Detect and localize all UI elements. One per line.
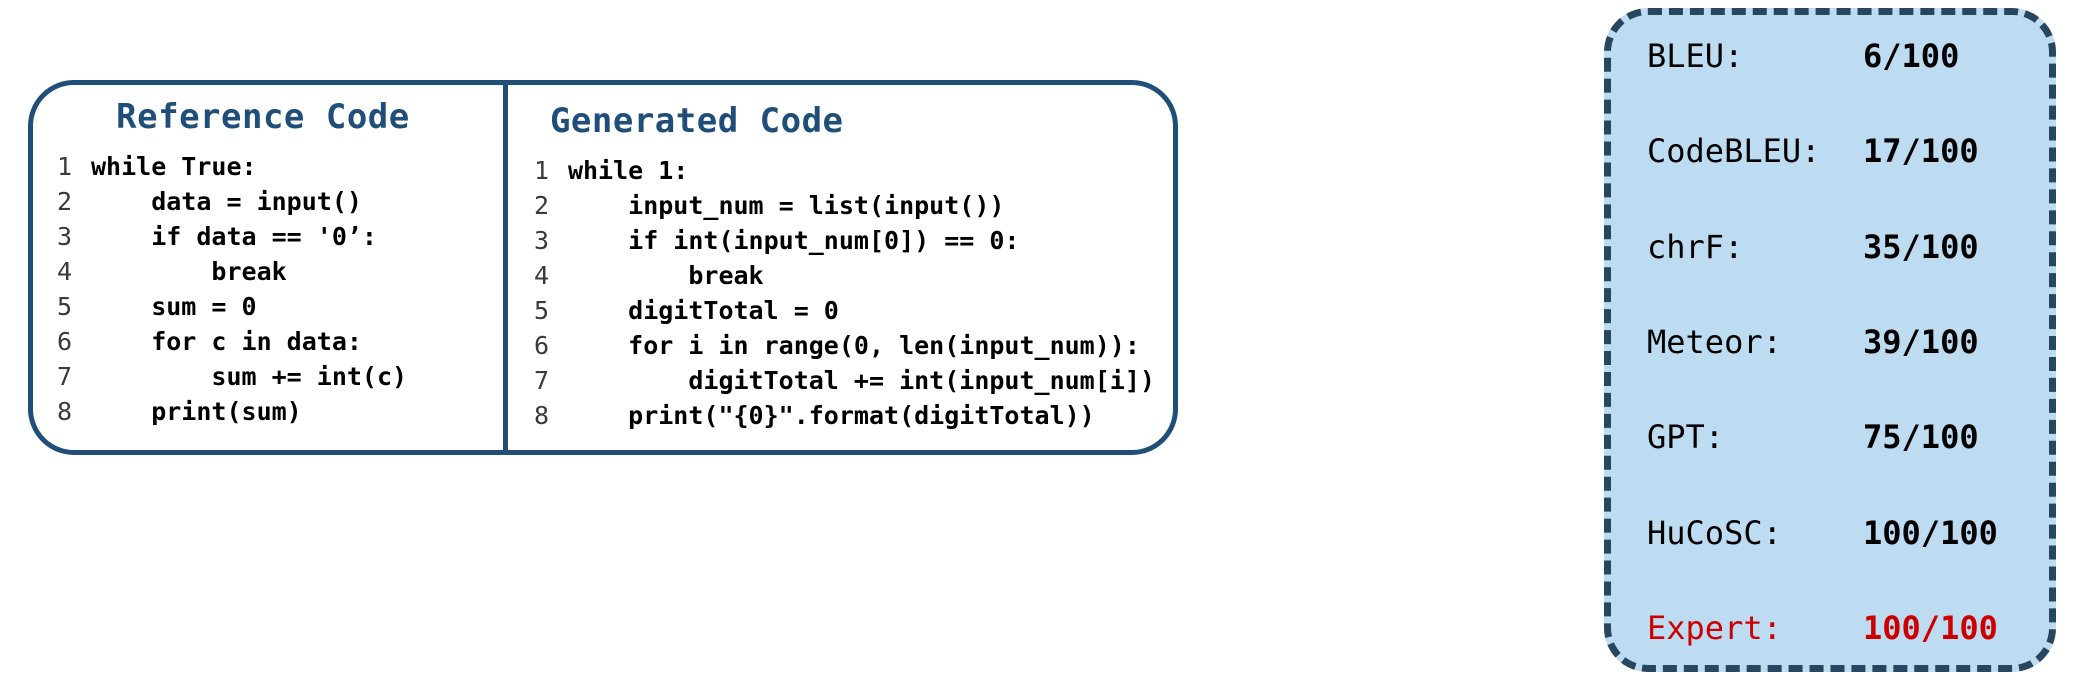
code-line-number: 6	[533, 331, 549, 360]
code-line-number: 5	[533, 296, 549, 325]
code-line: 3 if int(input_num[0]) == 0:	[534, 223, 1173, 258]
code-line-text: for i in range(0, len(input_num)):	[567, 331, 1140, 360]
code-line: 1 while True:	[57, 149, 503, 184]
code-line-text: print("{0}".format(digitTotal))	[567, 401, 1095, 430]
code-line-number: 3	[533, 226, 549, 255]
code-line-number: 3	[57, 222, 73, 251]
metric-row: chrF: 35/100	[1611, 228, 2049, 266]
code-line: 5 digitTotal = 0	[534, 293, 1173, 328]
metric-label: Meteor:	[1647, 322, 1782, 361]
metric-value: 35/100	[1863, 227, 1979, 266]
metric-label: chrF:	[1647, 227, 1744, 266]
code-line-number: 4	[533, 261, 549, 290]
metric-value: 100/100	[1863, 608, 1998, 647]
code-line: 7 sum += int(c)	[57, 359, 503, 394]
code-line-text: data = input()	[91, 187, 362, 216]
code-line-number: 5	[57, 292, 73, 321]
code-line-text: break	[91, 257, 287, 286]
metric-label: BLEU:	[1647, 37, 1744, 75]
code-line-text: digitTotal = 0	[567, 296, 839, 325]
code-line-text: if int(input_num[0]) == 0:	[567, 226, 1020, 255]
metric-value: 6/100	[1863, 37, 1960, 75]
code-line-number: 7	[533, 366, 549, 395]
metric-value: 75/100	[1863, 418, 1979, 457]
code-line: 8 print("{0}".format(digitTotal))	[534, 398, 1173, 433]
reference-code-panel: Reference Code 1 while True: 2 data = inpu…	[33, 85, 503, 450]
code-line-text: input_num = list(input())	[567, 191, 1005, 220]
code-line-text: for c in data:	[91, 327, 362, 356]
generated-code-title: Generated Code	[549, 101, 844, 141]
code-comparison-card: Reference Code 1 while True: 2 data = inpu…	[28, 80, 1178, 455]
code-line-number: 2	[533, 191, 549, 220]
code-line-number: 6	[57, 327, 73, 356]
code-line-number: 2	[57, 187, 73, 216]
code-line-text: sum += int(c)	[91, 362, 408, 391]
code-line-text: sum = 0	[91, 292, 257, 321]
code-line-text: digitTotal += int(input_num[i])	[567, 366, 1155, 395]
code-line: 7 digitTotal += int(input_num[i])	[534, 363, 1173, 398]
metric-row: CodeBLEU: 17/100	[1611, 132, 2049, 170]
metric-row: HuCoSC: 100/100	[1611, 514, 2049, 552]
code-line: 4 break	[57, 254, 503, 289]
code-line: 1 while 1:	[534, 153, 1173, 188]
metric-row: Expert: 100/100	[1611, 609, 2049, 647]
code-line-number: 7	[57, 362, 73, 391]
metric-label: HuCoSC:	[1647, 513, 1782, 552]
generated-code-panel: Generated Code 1 while 1: 2 input_num = li…	[502, 85, 1173, 450]
code-line: 5 sum = 0	[57, 289, 503, 324]
metric-label: Expert:	[1647, 608, 1782, 647]
metric-value: 39/100	[1863, 322, 1979, 361]
metric-label: CodeBLEU:	[1647, 132, 1821, 171]
code-line-text: while 1:	[567, 156, 689, 185]
code-line-text: while True:	[91, 152, 257, 181]
code-line: 4 break	[534, 258, 1173, 293]
code-line-number: 1	[533, 156, 549, 185]
metric-row: Meteor: 39/100	[1611, 323, 2049, 361]
code-line: 8 print(sum)	[57, 394, 503, 429]
metric-row: GPT: 75/100	[1611, 418, 2049, 456]
code-line-number: 1	[57, 152, 73, 181]
code-line: 6 for i in range(0, len(input_num)):	[534, 328, 1173, 363]
metric-value: 17/100	[1863, 132, 1979, 171]
metric-value: 100/100	[1863, 513, 1998, 552]
reference-code-title: Reference Code	[116, 97, 410, 137]
code-line: 2 input_num = list(input())	[534, 188, 1173, 223]
code-line-text: print(sum)	[91, 397, 302, 426]
code-line: 3 if data == '0’:	[57, 219, 503, 254]
metric-label: GPT:	[1647, 418, 1725, 457]
code-line-number: 4	[57, 257, 73, 286]
code-line-number: 8	[533, 401, 549, 430]
code-line: 6 for c in data:	[57, 324, 503, 359]
metric-row: BLEU: 6/100	[1611, 37, 2049, 75]
code-line: 2 data = input()	[57, 184, 503, 219]
code-line-number: 8	[57, 397, 73, 426]
code-line-text: if data == '0’:	[91, 222, 377, 251]
code-line-text: break	[567, 261, 764, 290]
